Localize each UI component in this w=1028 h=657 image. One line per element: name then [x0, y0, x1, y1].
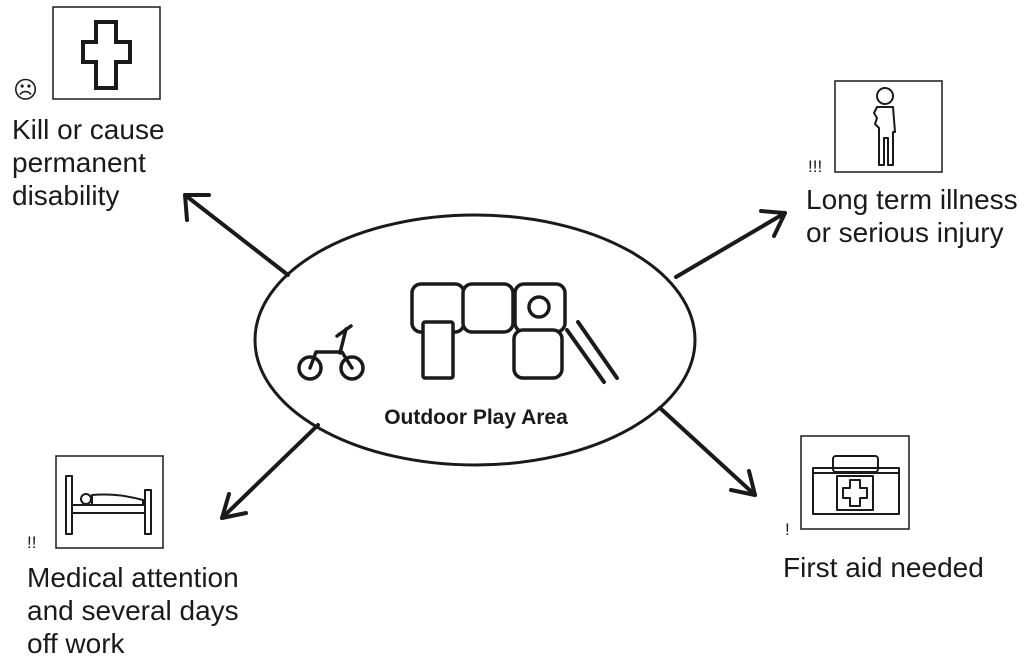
- center-ellipse: [253, 213, 697, 467]
- severity-top-left: ☹: [13, 77, 39, 104]
- arrow-bottom-right: [658, 406, 757, 497]
- outcome-label-top-right: Long term illness or serious injury: [806, 184, 1018, 248]
- tricycle-icon: [297, 324, 365, 381]
- outcome-label-top-left: Kill or cause permanent disability: [12, 114, 165, 211]
- severity-bottom-right: !: [785, 520, 790, 539]
- first-aid-kit-icon: [800, 435, 910, 530]
- hospital-bed-icon: [55, 455, 164, 549]
- injured-person-icon: [834, 80, 943, 173]
- severity-bottom-left: !!: [27, 533, 37, 552]
- outcome-label-bottom-right: First aid needed: [783, 552, 984, 583]
- arrow-bottom-left: [220, 423, 320, 520]
- severity-top-right: !!!: [808, 157, 823, 176]
- outcome-label-bottom-left: Medical attention and several days off w…: [27, 562, 239, 657]
- cross-icon: [52, 6, 161, 100]
- arrow-top-left: [183, 193, 290, 277]
- center-title: Outdoor Play Area: [384, 406, 568, 429]
- arrow-top-right: [674, 209, 787, 279]
- play-structure-icon: [410, 282, 619, 384]
